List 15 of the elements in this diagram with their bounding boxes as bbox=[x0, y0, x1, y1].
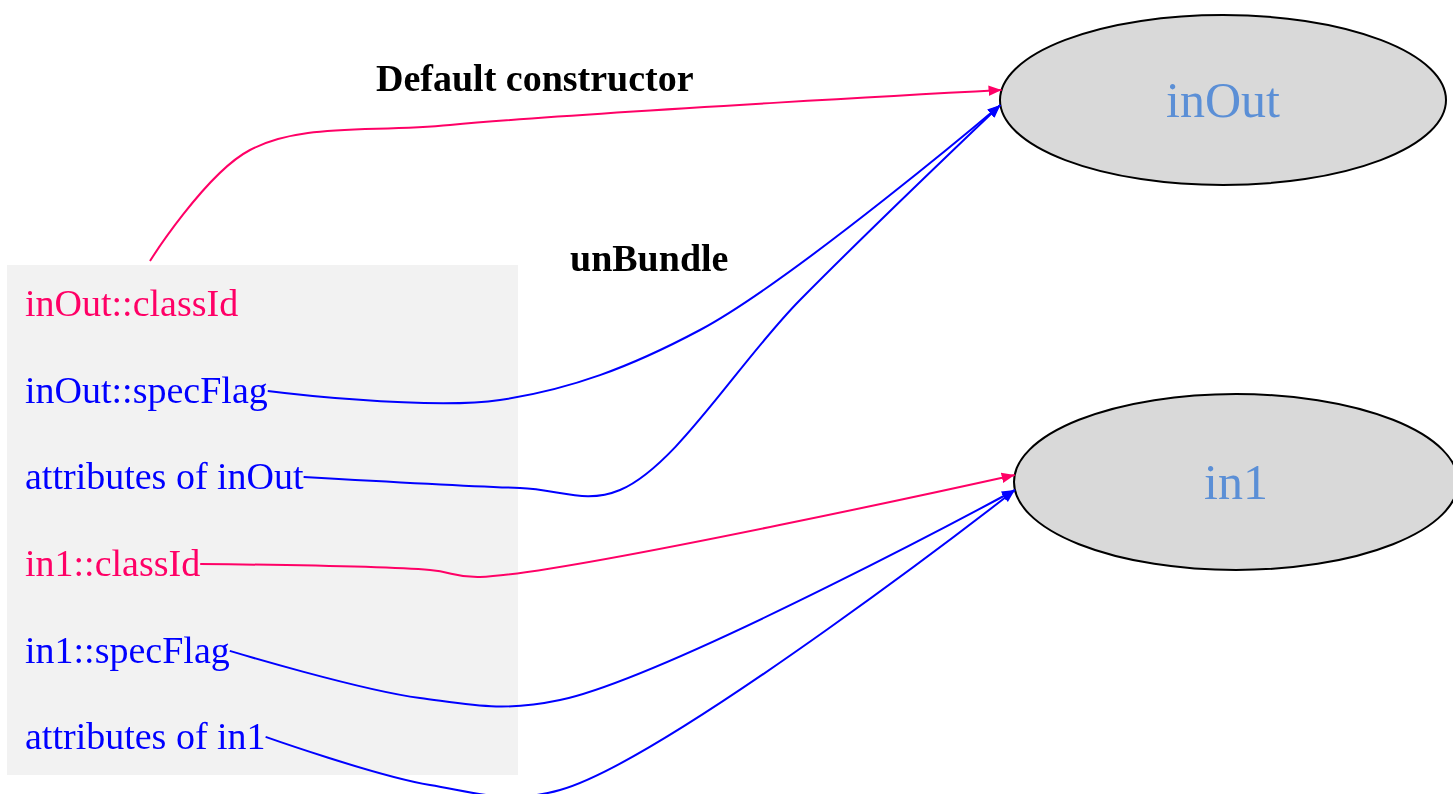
class-name: in1 bbox=[1204, 453, 1268, 511]
member-label: in1::classId bbox=[25, 543, 201, 585]
arrow bbox=[302, 104, 1002, 498]
arrow bbox=[228, 489, 1016, 708]
member-label: inOut::classId bbox=[25, 283, 239, 325]
class-name: inOut bbox=[1166, 71, 1280, 129]
member-label: attributes of in1 bbox=[25, 716, 266, 758]
member-label: in1::specFlag bbox=[25, 630, 230, 672]
panel-background bbox=[7, 265, 518, 775]
class-ellipse bbox=[998, 13, 1448, 187]
member-label: attributes of inOut bbox=[25, 456, 304, 498]
member-label: inOut::specFlag bbox=[25, 370, 268, 412]
arrow bbox=[149, 85, 1003, 262]
arrow bbox=[264, 489, 1016, 794]
arrow bbox=[199, 472, 1016, 579]
